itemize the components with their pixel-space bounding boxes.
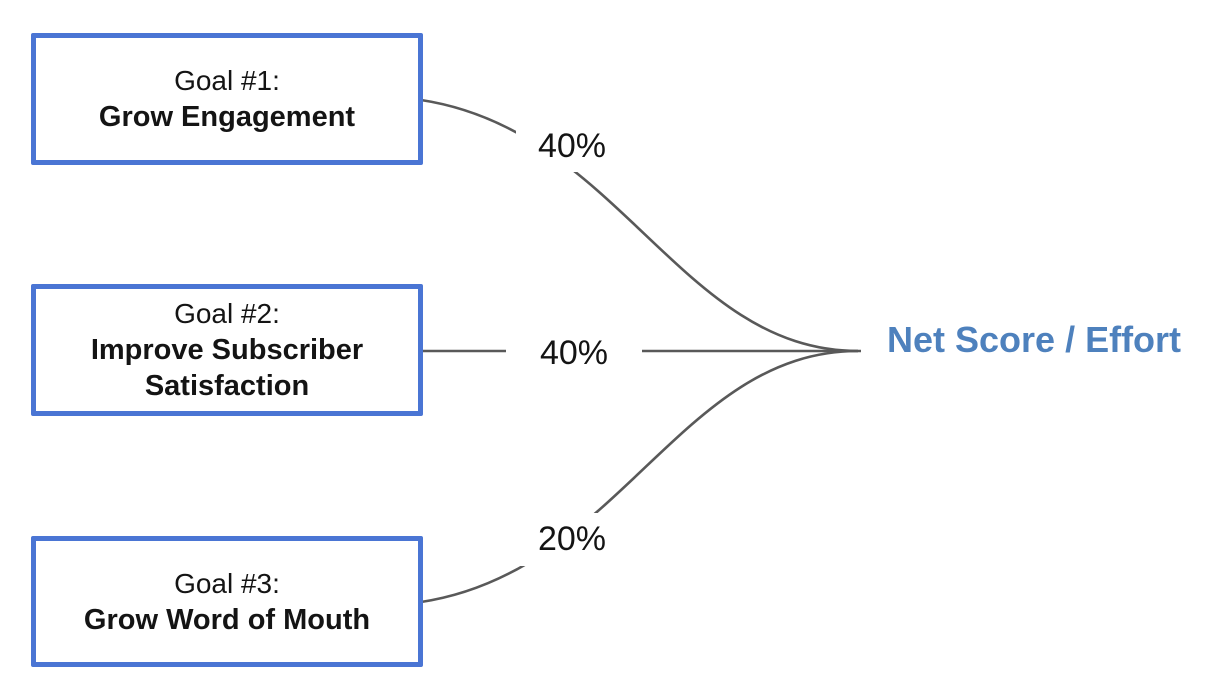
goal-2-name: Improve Subscriber Satisfaction <box>90 334 364 402</box>
goal-box-3: Goal #3: Grow Word of Mouth <box>31 536 423 667</box>
goal-box-2: Goal #2: Improve Subscriber Satisfaction <box>31 284 423 416</box>
goal-2-title: Goal #2: <box>174 298 280 329</box>
goal-3-name: Grow Word of Mouth <box>83 603 371 636</box>
goal-1-name: Grow Engagement <box>98 101 356 133</box>
weight-label-1: 40% <box>516 120 628 172</box>
connector-goal1-curve <box>420 98 859 353</box>
connector-goal3-curve <box>420 349 859 604</box>
output-label: Net Score / Effort <box>887 319 1182 360</box>
weight-label-3: 20% <box>516 513 628 566</box>
goal-box-1: Goal #1: Grow Engagement <box>31 33 423 165</box>
weight-label-2: 40% <box>506 326 642 380</box>
goal-3-title: Goal #3: <box>174 567 280 599</box>
goal-1-title: Goal #1: <box>174 65 280 96</box>
